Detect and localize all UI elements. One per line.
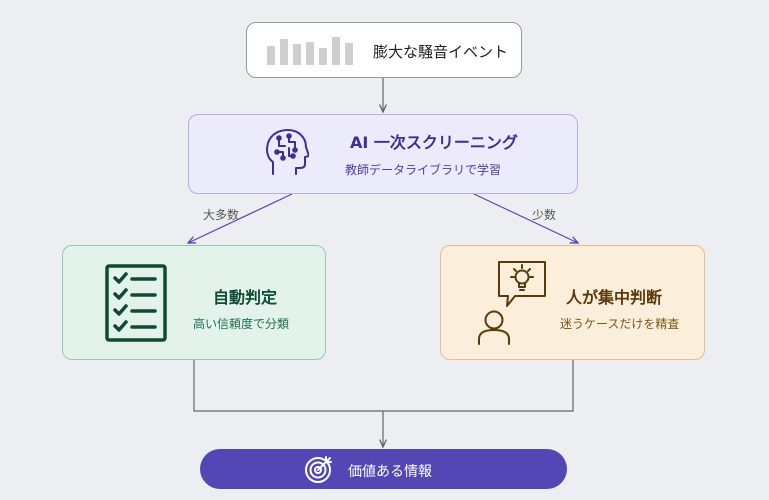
bar-waveform-icon bbox=[267, 37, 353, 65]
node-noise-events: 膨大な騒音イベント bbox=[246, 22, 522, 78]
node-auto-judgement-subtitle: 高い信頼度で分類 bbox=[193, 317, 290, 331]
node-auto-judgement: 自動判定 高い信頼度で分類 bbox=[62, 245, 326, 360]
node-human-judgement-subtitle: 迷うケースだけを精査 bbox=[560, 317, 680, 331]
node-ai-screening-subtitle: 教師データライブラリで学習 bbox=[345, 163, 502, 177]
brain-head-icon bbox=[266, 129, 309, 175]
node-valuable-info-title: 価値ある情報 bbox=[348, 464, 432, 480]
arrow-ai-to-human bbox=[473, 193, 578, 243]
node-noise-events-title: 膨大な騒音イベント bbox=[373, 43, 509, 61]
person-idea-icon bbox=[478, 261, 546, 345]
edge-label-many: 大多数 bbox=[203, 208, 240, 222]
node-human-judgement: 人が集中判断 迷うケースだけを精査 bbox=[440, 245, 705, 360]
node-ai-screening-title: AI 一次スクリーニング bbox=[350, 133, 518, 152]
target-icon bbox=[305, 456, 332, 483]
node-valuable-info: 価値ある情報 bbox=[200, 449, 567, 489]
merge-line bbox=[193, 360, 574, 412]
node-human-judgement-title: 人が集中判断 bbox=[566, 288, 663, 307]
node-auto-judgement-title: 自動判定 bbox=[213, 288, 278, 307]
edge-label-few: 少数 bbox=[532, 208, 557, 222]
arrow-ai-to-auto bbox=[188, 193, 293, 243]
checklist-icon bbox=[105, 264, 167, 342]
node-ai-screening: AI 一次スクリーニング 教師データライブラリで学習 bbox=[188, 114, 578, 194]
